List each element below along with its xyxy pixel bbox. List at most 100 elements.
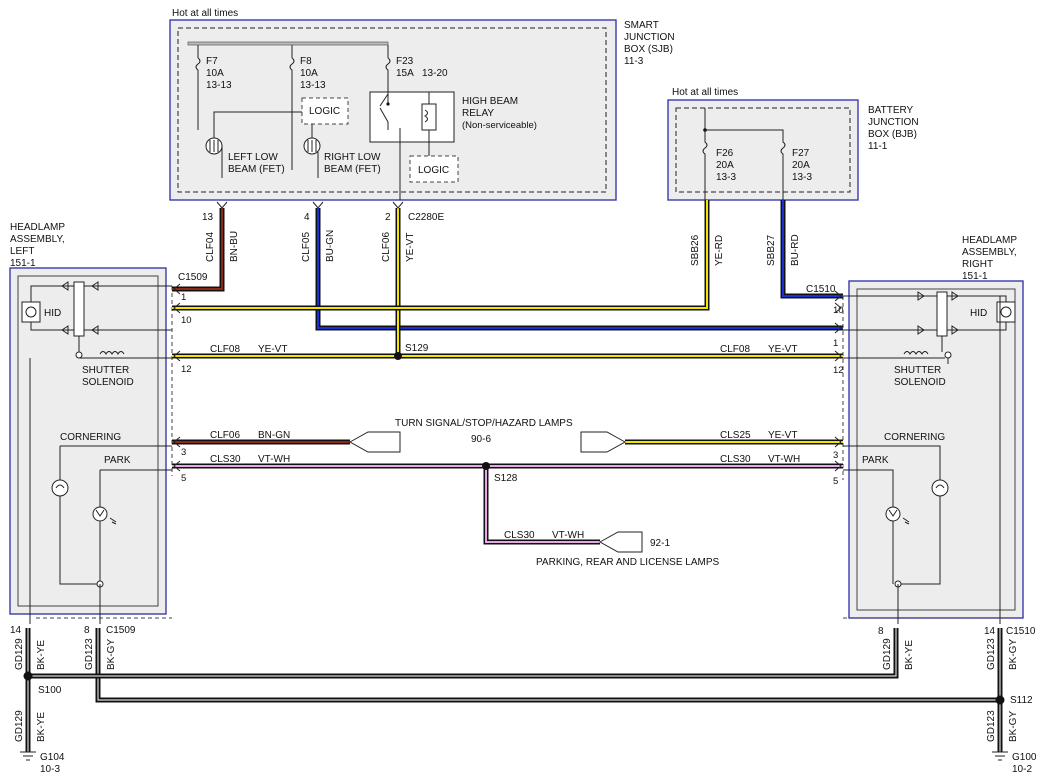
left-fet-label: BEAM (FET) <box>228 164 285 175</box>
left-headlamp-title: ASSEMBLY, <box>10 234 65 245</box>
left-pin-1: 1 <box>181 292 186 303</box>
fuse-f23-ref: 13-20 <box>422 68 448 79</box>
turn-lamps-connector-left-icon <box>348 431 401 453</box>
high-beam-relay <box>369 91 455 143</box>
left-pin-10: 10 <box>181 315 192 326</box>
ground-wire-label: GD123 <box>986 638 997 670</box>
wire-cls30-drop <box>483 466 600 545</box>
ground-circuits: S100 S112 G104 10-3 G100 10-2 GD129 BK-Y… <box>14 628 1037 775</box>
wire-label-cls30-drop: CLS30 <box>504 530 535 541</box>
sjb-connector-c2280e: C2280E <box>408 212 444 223</box>
wire-color-clf05: BU-GN <box>325 230 336 262</box>
fuse-f23-icon <box>385 57 391 92</box>
ground-wire-color: BK-GY <box>106 639 117 670</box>
right-fet-label: RIGHT LOW <box>324 152 381 163</box>
right-bottom-connector: C1510 <box>1006 626 1036 637</box>
wire-color-sbb26: YE-RD <box>714 235 725 266</box>
wire-label-clf06-left: CLF06 <box>210 430 240 441</box>
right-headlamp-title: HEADLAMP <box>962 235 1017 246</box>
wire-label-cls25: CLS25 <box>720 430 751 441</box>
wire-sbb27 <box>780 200 843 299</box>
relay-logic-label: LOGIC <box>418 165 449 176</box>
bjb-title-line: BOX (BJB) <box>868 129 917 140</box>
fuse-f23-name: F23 <box>396 56 414 67</box>
fuse-f7-name: F7 <box>206 56 218 67</box>
wire-label-cls30-right: CLS30 <box>720 454 751 465</box>
wire-color-clf08-left: YE-VT <box>258 344 287 355</box>
fuse-f23-rating: 15A <box>396 68 414 79</box>
right-bottom-pin-14: 14 <box>984 626 996 637</box>
fuse-f7-ref: 13-13 <box>206 80 232 91</box>
left-park-label: PARK <box>104 455 131 466</box>
wire-color-cls30-drop: VT-WH <box>552 530 584 541</box>
fuse-f27-rating: 20A <box>792 160 810 171</box>
fuse-f8-rating: 10A <box>300 68 318 79</box>
right-connector-c1510: C1510 <box>806 284 836 295</box>
vertical-wire-labels: CLF04 BN-BU CLF05 BU-GN CLF06 YE-VT SBB2… <box>205 230 801 266</box>
ground-g104-ref: 10-3 <box>40 764 60 775</box>
right-park-label: PARK <box>862 455 889 466</box>
sjb-title-line: JUNCTION <box>624 32 675 43</box>
turn-lamps-ref: 90-6 <box>471 434 491 445</box>
right-hid-ballast-icon <box>936 291 948 337</box>
relay-switch-icon <box>379 92 389 130</box>
wire-label-clf08-left: CLF08 <box>210 344 240 355</box>
fuse-f27-icon <box>780 140 786 200</box>
left-shutter-label: SOLENOID <box>82 377 134 388</box>
splice-s112-dot <box>995 695 1005 705</box>
fuse-f27-name: F27 <box>792 148 810 159</box>
smart-junction-box: Hot at all times SMART JUNCTION BOX (SJB… <box>169 8 675 223</box>
ground-g100-ref: 10-2 <box>1012 764 1032 775</box>
fuse-f26-rating: 20A <box>716 160 734 171</box>
fuse-f26-icon <box>702 130 708 200</box>
sjb-title-line: SMART <box>624 20 659 31</box>
splice-s100-label: S100 <box>38 685 62 696</box>
left-park-lamp-icon <box>92 506 108 522</box>
splice-s129-dot <box>394 352 402 360</box>
splice-s129-label: S129 <box>405 343 429 354</box>
fuse-f8-ref: 13-13 <box>300 80 326 91</box>
wire-clf05 <box>315 208 843 331</box>
relay-coil-icon <box>421 103 437 131</box>
ground-wire-label: GD129 <box>14 638 25 670</box>
left-bottom-pin-14: 14 <box>10 625 22 636</box>
wire-color-clf06: YE-VT <box>405 233 416 262</box>
right-pin-1: 1 <box>833 338 838 349</box>
wire-sbb26 <box>172 200 710 311</box>
wire-label-clf05: CLF05 <box>301 232 312 262</box>
right-pin-3: 3 <box>833 450 838 461</box>
colored-wires <box>172 200 843 545</box>
wire-label-clf06: CLF06 <box>381 232 392 262</box>
left-pin-3: 3 <box>181 447 186 458</box>
left-cornering-lamp-icon <box>51 479 69 497</box>
left-hid-ballast-icon <box>73 281 85 337</box>
left-fet-label: LEFT LOW <box>228 152 278 163</box>
ground-wire-color: BK-YE <box>904 640 915 670</box>
relay-logic-module <box>409 155 459 183</box>
wire-label-clf04: CLF04 <box>205 232 216 262</box>
sjb-logic-module <box>301 97 349 125</box>
right-shutter-label: SOLENOID <box>894 377 946 388</box>
left-shutter-solenoid-icon <box>99 351 125 355</box>
turn-lamps-label: TURN SIGNAL/STOP/HAZARD LAMPS <box>395 418 573 429</box>
left-hid-label: HID <box>44 308 61 319</box>
ground-wire-color: BK-YE <box>36 712 47 742</box>
left-pin-12: 12 <box>181 364 192 375</box>
fuse-f8-name: F8 <box>300 56 312 67</box>
right-headlamp-title: RIGHT <box>962 259 993 270</box>
ground-g100-icon <box>992 751 1008 761</box>
left-cornering-label: CORNERING <box>60 432 121 443</box>
wire-color-cls25: YE-VT <box>768 430 797 441</box>
ground-wire-label: GD123 <box>986 710 997 742</box>
wire-label-sbb27: SBB27 <box>766 234 777 266</box>
left-headlamp-title: 151-1 <box>10 258 36 269</box>
right-pin-5: 5 <box>833 476 838 487</box>
right-fet-label: BEAM (FET) <box>324 164 381 175</box>
ground-wire-color: BK-GY <box>1008 711 1019 742</box>
headlamp-assembly-left: HEADLAMP ASSEMBLY, LEFT 151-1 C1509 HID … <box>9 222 208 636</box>
right-hid-label: HID <box>970 308 987 319</box>
right-cornering-label: CORNERING <box>884 432 945 443</box>
right-bottom-pin-8: 8 <box>878 626 884 637</box>
ground-g100-name: G100 <box>1012 752 1037 763</box>
